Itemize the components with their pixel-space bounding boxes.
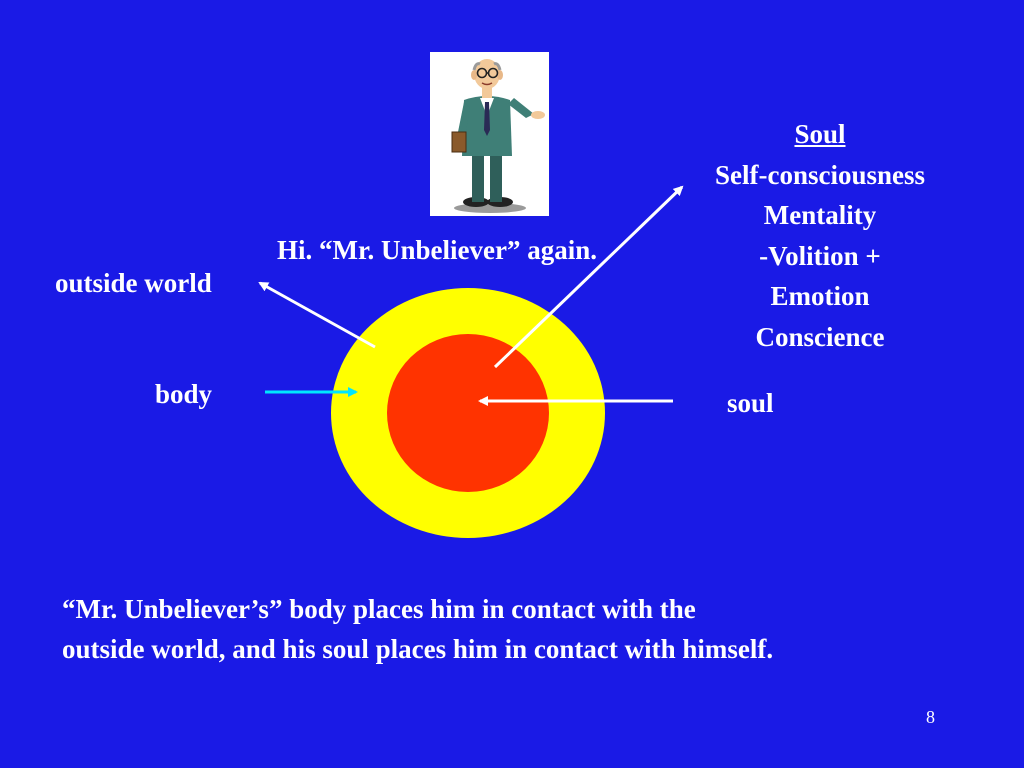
greeting-text: Hi. “Mr. Unbeliever” again.: [277, 235, 597, 265]
body-outer-circle: [331, 288, 605, 538]
soul-line-emotion: Emotion: [770, 281, 870, 311]
man-figure-icon: [451, 59, 545, 213]
soul-inner-circle: [387, 334, 549, 492]
soul-line-mentality: Mentality: [763, 200, 877, 230]
page-number: 8: [926, 707, 935, 727]
soul-heading: Soul: [794, 119, 846, 149]
body-label: body: [155, 379, 213, 409]
soul-line-conscience: Conscience: [755, 321, 885, 352]
soul-label: soul: [727, 388, 774, 418]
caption-line-1: “Mr. Unbeliever’s” body places him in co…: [62, 594, 696, 624]
caption-line-2: outside world, and his soul places him i…: [62, 634, 774, 664]
soul-line-self-consciousness: Self-consciousness: [714, 159, 925, 190]
mr-unbeliever-picture: [430, 52, 549, 216]
soul-description-panel: Soul Self-consciousness Mentality -Volit…: [670, 114, 970, 357]
outside-world-arrow: [258, 281, 376, 349]
outside-world-label: outside world: [55, 268, 212, 298]
caption: “Mr. Unbeliever’s” body places him in co…: [62, 589, 982, 669]
soul-line-volition: -Volition +: [759, 240, 881, 271]
